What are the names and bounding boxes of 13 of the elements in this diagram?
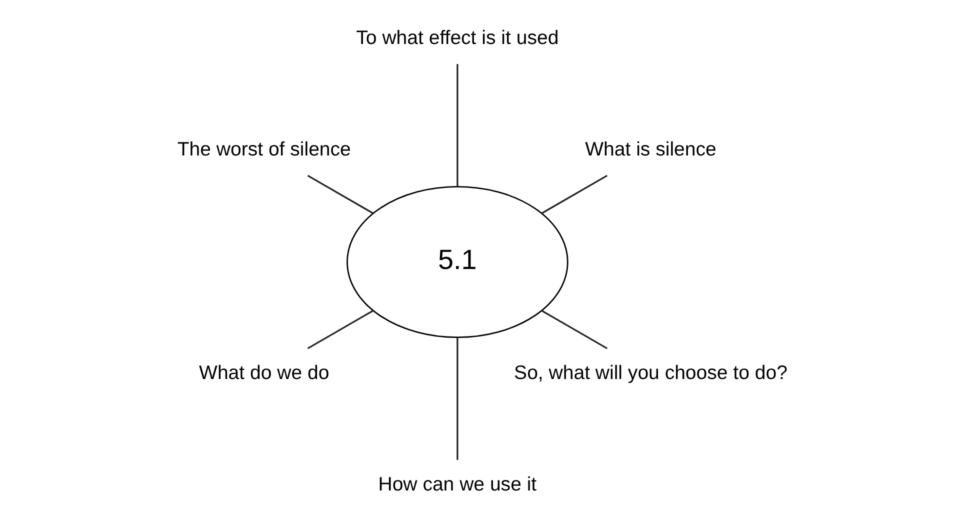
connector (456, 338, 458, 460)
node-text: What is silence (584, 138, 716, 161)
connector (306, 174, 374, 214)
node-text: To what effect is it used (356, 26, 558, 49)
connector (540, 174, 608, 214)
node-ellipse: 5.1 (346, 186, 568, 338)
node-text: How can we use it (378, 473, 536, 496)
node-text: So, what will you choose to do? (514, 362, 787, 384)
connector (306, 310, 374, 350)
connector (540, 310, 608, 350)
node-text: What do we do (198, 362, 329, 384)
connector (456, 64, 458, 186)
node-text: The worst of silence (176, 138, 350, 161)
